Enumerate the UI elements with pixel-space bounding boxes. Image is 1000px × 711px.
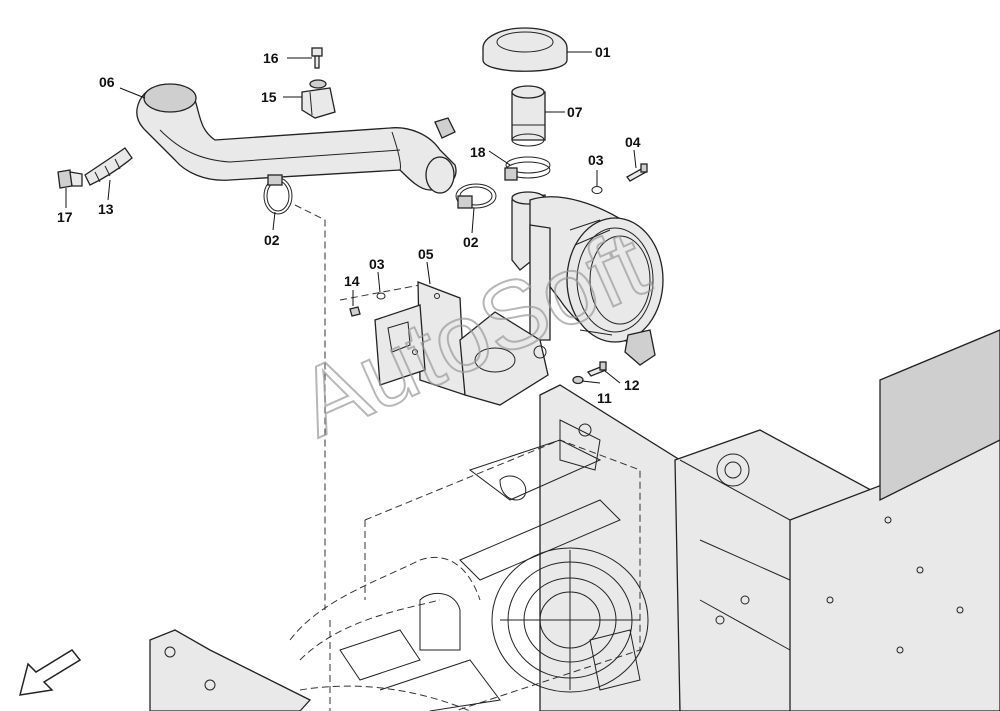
callout-06: 06 bbox=[99, 74, 115, 90]
bolt-16 bbox=[311, 47, 323, 69]
clamp-17 bbox=[57, 169, 83, 189]
bolt-04 bbox=[626, 163, 648, 182]
air-filter-housing bbox=[511, 191, 664, 366]
mounting-bracket-05 bbox=[374, 281, 549, 406]
callout-17: 17 bbox=[57, 209, 73, 225]
nut-14 bbox=[349, 306, 361, 317]
radiator-and-engine bbox=[289, 419, 649, 711]
callout-02-right: 02 bbox=[463, 234, 479, 250]
callout-18: 18 bbox=[470, 144, 486, 160]
callout-16: 16 bbox=[263, 50, 279, 66]
callout-15: 15 bbox=[261, 89, 277, 105]
hose-clamp-02-left bbox=[263, 174, 293, 215]
intake-hose-06 bbox=[136, 83, 457, 194]
assembly-centerline bbox=[294, 204, 326, 610]
pipe-07 bbox=[511, 85, 546, 147]
callout-04: 04 bbox=[625, 134, 641, 150]
leader-lines bbox=[65, 51, 637, 384]
machine-chassis bbox=[149, 329, 1000, 711]
bracket-clamp-15 bbox=[301, 79, 336, 119]
washer-03-right bbox=[591, 186, 603, 194]
arrow-down-left-icon bbox=[18, 649, 82, 696]
callout-07: 07 bbox=[567, 104, 583, 120]
band-clamp-18 bbox=[504, 156, 551, 181]
bolt-12 bbox=[586, 361, 608, 377]
hose-fitting bbox=[434, 117, 456, 139]
callout-03-right: 03 bbox=[588, 152, 604, 168]
callout-labels: 01 07 16 15 06 18 03 04 13 17 02 02 05 0… bbox=[57, 44, 641, 406]
callout-14: 14 bbox=[344, 273, 360, 289]
callout-01: 01 bbox=[595, 44, 611, 60]
rain-cap-01 bbox=[482, 27, 568, 72]
callout-03-left: 03 bbox=[369, 256, 385, 272]
callout-12: 12 bbox=[624, 377, 640, 393]
callout-05: 05 bbox=[418, 246, 434, 262]
washer-03-left bbox=[376, 292, 386, 300]
callout-02-left: 02 bbox=[264, 232, 280, 248]
hose-13 bbox=[84, 147, 133, 186]
washer-11 bbox=[572, 375, 584, 385]
callout-13: 13 bbox=[98, 201, 114, 217]
hose-clamp-02-right bbox=[455, 183, 497, 209]
callout-11: 11 bbox=[597, 390, 612, 406]
